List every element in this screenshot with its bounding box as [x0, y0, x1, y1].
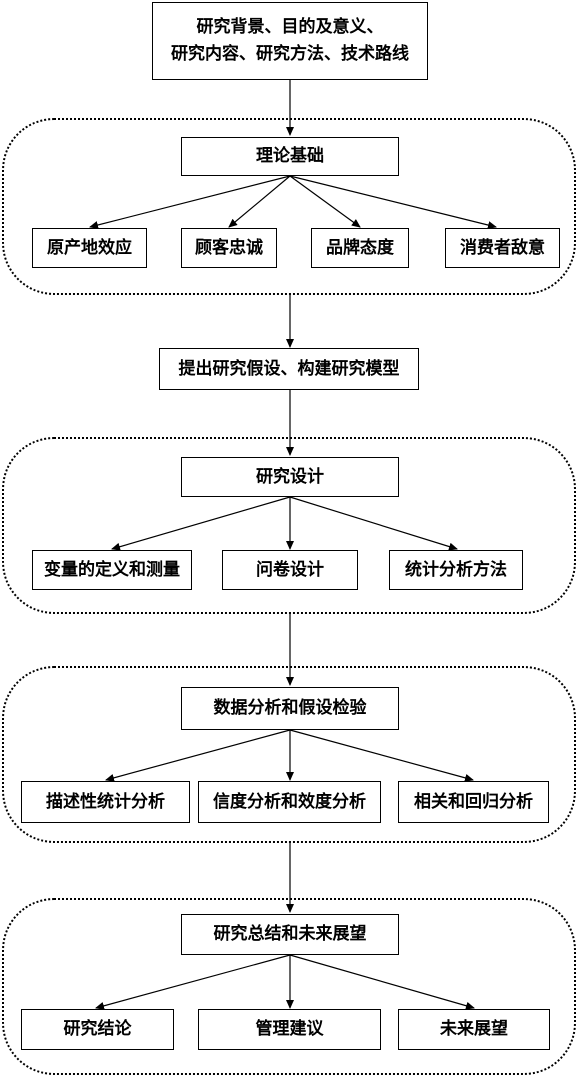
design-item-questionnaire: 问卷设计 [222, 550, 358, 590]
analysis-item-reliability-validity: 信度分析和效度分析 [198, 781, 381, 823]
theory-item-country-of-origin: 原产地效应 [32, 228, 147, 268]
design-item-statistical-methods: 统计分析方法 [389, 550, 523, 590]
arrow-conclusion-1 [95, 954, 291, 1010]
conclusion-group [2, 898, 576, 1075]
research-background-line-2: 研究内容、研究方法、技术路线 [171, 44, 409, 64]
arrow-theory-2 [228, 175, 291, 228]
research-background-line-1: 研究背景、目的及意义、 [196, 17, 384, 37]
arrow-analysis-3 [289, 729, 474, 782]
theory-title-box: 理论基础 [181, 137, 399, 176]
arrow-design-1 [111, 496, 291, 551]
hypothesis-box: 提出研究假设、构建研究模型 [159, 348, 419, 390]
analysis-item-correlation-regression: 相关和回归分析 [398, 781, 549, 823]
conclusion-item-future-outlook: 未来展望 [398, 1009, 550, 1050]
arrow-theory-3 [289, 175, 361, 228]
design-group [2, 437, 576, 614]
arrow-design-3 [289, 496, 458, 551]
theory-group [2, 118, 576, 295]
conclusion-item-findings: 研究结论 [21, 1009, 174, 1050]
design-title-box: 研究设计 [181, 457, 399, 497]
analysis-item-descriptive: 描述性统计分析 [21, 781, 190, 823]
theory-item-consumer-animosity: 消费者敌意 [445, 228, 560, 268]
arrow-conclusion-3 [289, 954, 475, 1010]
arrow-theory-1 [89, 175, 291, 229]
conclusion-title-box: 研究总结和未来展望 [181, 914, 399, 955]
arrow-analysis-1 [105, 729, 291, 782]
research-background-box: 研究背景、目的及意义、 研究内容、研究方法、技术路线 [152, 2, 428, 80]
theory-item-customer-loyalty: 顾客忠诚 [181, 228, 277, 268]
design-item-variables: 变量的定义和测量 [32, 550, 192, 590]
analysis-group [2, 666, 576, 843]
analysis-title-box: 数据分析和假设检验 [181, 687, 399, 730]
theory-item-brand-attitude: 品牌态度 [311, 228, 409, 268]
conclusion-item-management-advice: 管理建议 [198, 1009, 381, 1050]
arrow-theory-4 [289, 175, 497, 229]
